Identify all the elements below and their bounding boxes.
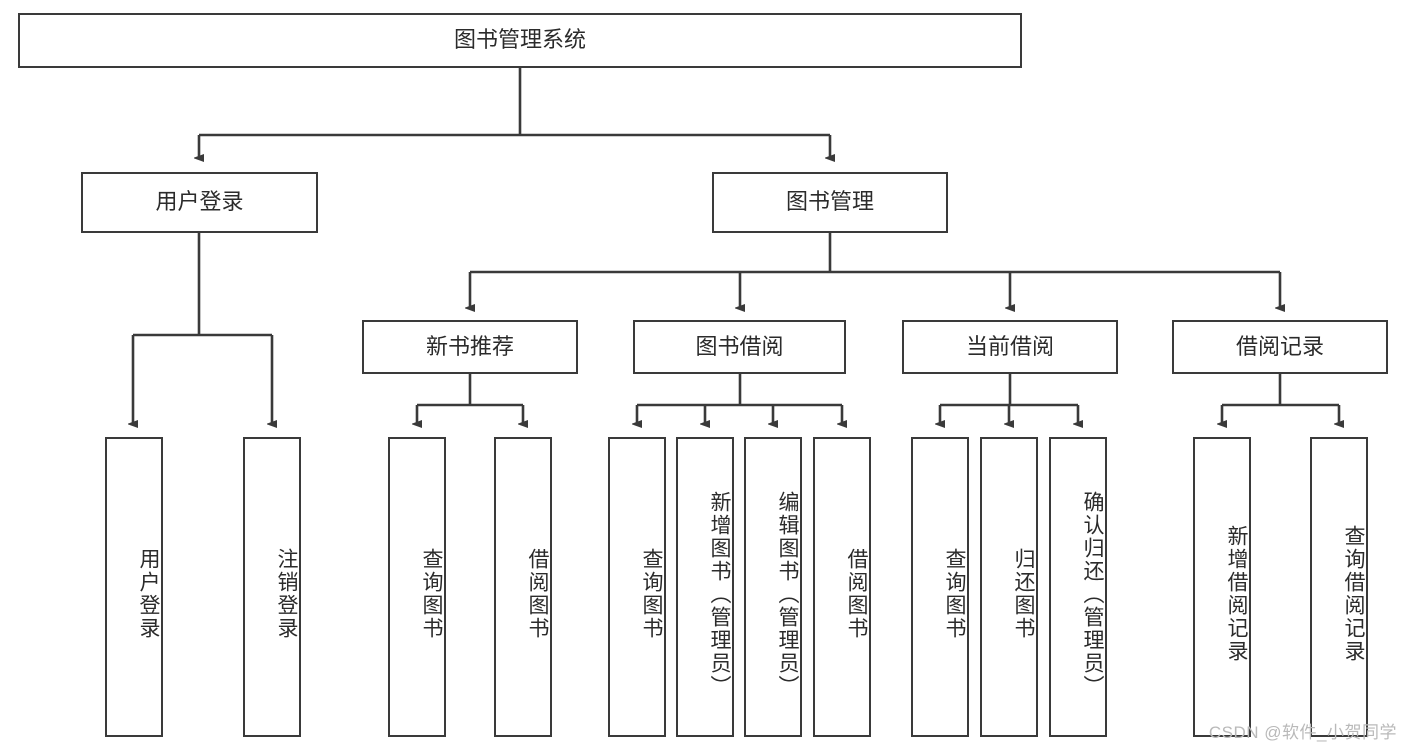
node-book-management[interactable]: 图书管理 <box>712 172 948 233</box>
leaf-current-query-book[interactable]: 查询图书 <box>911 437 969 737</box>
node-book-borrow[interactable]: 图书借阅 <box>633 320 846 374</box>
node-current-borrow[interactable]: 当前借阅 <box>902 320 1118 374</box>
leaf-borrow-edit-book-admin[interactable]: 编辑图书（管理员） <box>744 437 802 737</box>
leaf-user-login[interactable]: 用户登录 <box>105 437 163 737</box>
node-new-book-recommend[interactable]: 新书推荐 <box>362 320 578 374</box>
leaf-user-logout[interactable]: 注销登录 <box>243 437 301 737</box>
leaf-borrow-add-book-admin[interactable]: 新增图书（管理员） <box>676 437 734 737</box>
leaf-borrow-query-book[interactable]: 查询图书 <box>608 437 666 737</box>
leaf-recommend-borrow-book[interactable]: 借阅图书 <box>494 437 552 737</box>
node-root-system[interactable]: 图书管理系统 <box>18 13 1022 68</box>
leaf-current-confirm-return-admin[interactable]: 确认归还（管理员） <box>1049 437 1107 737</box>
leaf-current-return-book[interactable]: 归还图书 <box>980 437 1038 737</box>
node-user-login[interactable]: 用户登录 <box>81 172 318 233</box>
leaf-record-add-borrow-record[interactable]: 新增借阅记录 <box>1193 437 1251 737</box>
leaf-record-query-borrow-record[interactable]: 查询借阅记录 <box>1310 437 1368 737</box>
node-borrow-record[interactable]: 借阅记录 <box>1172 320 1388 374</box>
leaf-borrow-borrow-book[interactable]: 借阅图书 <box>813 437 871 737</box>
leaf-recommend-query-book[interactable]: 查询图书 <box>388 437 446 737</box>
watermark-credit: CSDN @软件_小贺同学 <box>1208 723 1397 742</box>
